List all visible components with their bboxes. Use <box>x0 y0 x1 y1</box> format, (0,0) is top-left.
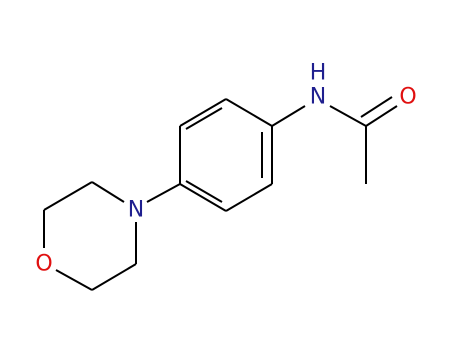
morpholine-bond-n-c-upper <box>91 181 125 203</box>
morpholine-bond-c-c-upper <box>43 181 93 211</box>
bond-ring-morpholine-n <box>146 183 181 203</box>
ring-inner-bond-top <box>185 107 223 130</box>
bond-carbonyl-double-a <box>365 105 398 127</box>
bond-nh-ring <box>271 105 306 127</box>
ring-bond-2 <box>225 183 273 212</box>
ring-bond-3 <box>179 183 227 212</box>
atom-label-morpholine-o: O <box>35 252 52 277</box>
ring-bond-6 <box>225 98 273 127</box>
atom-label-amide-n: N <box>310 85 326 110</box>
bond-carbonyl-double-b <box>360 96 393 118</box>
atom-label-h: H <box>310 61 327 86</box>
atom-label-morpholine-n: N <box>128 198 144 223</box>
morpholine-bond-o-c-lower <box>55 269 93 291</box>
atom-label-carbonyl-o: O <box>399 85 416 110</box>
ring-bond-5 <box>179 98 227 127</box>
bond-nh-carbonyl-c <box>329 105 367 127</box>
ring-inner-bond-bottom <box>185 180 223 203</box>
morpholine-bond-c-c-lower <box>91 263 137 291</box>
